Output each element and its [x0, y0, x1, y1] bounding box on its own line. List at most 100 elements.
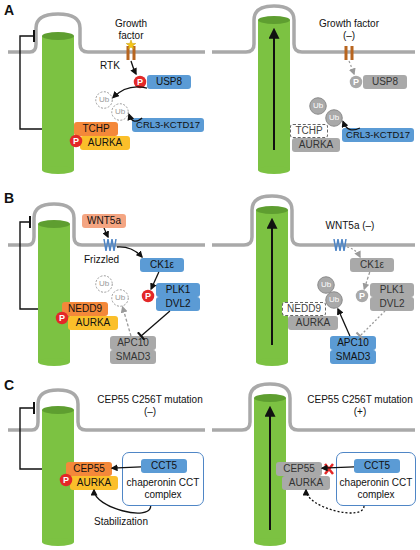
circle-shape [326, 292, 343, 309]
node-label: AURKA [289, 477, 323, 489]
inactive-protein-box: SMAD3 [110, 350, 156, 364]
inactive-arrow [349, 61, 354, 74]
complex-box: chaperonin CCT complex CCT5 [122, 452, 204, 506]
node-label: SMAD3 [116, 351, 150, 363]
node-label: DVL2 [379, 298, 404, 310]
node-label: AURKA [77, 477, 111, 489]
inhibition-bar [33, 402, 35, 414]
cell-membrane [8, 390, 205, 430]
node-label: CK1ε [360, 259, 384, 271]
inactive-protein-box: PLK1 [370, 283, 414, 297]
circle-shape [350, 76, 363, 89]
node-label: PLK1 [166, 284, 190, 296]
protein-box: PLK1 [156, 283, 200, 297]
axoneme-cylinder [38, 224, 70, 362]
blocked-cross [325, 464, 333, 474]
ubiquitin-circle: Ub [325, 291, 343, 309]
inactive-protein-box: AURKA [288, 316, 338, 330]
ubiquitin-circle: Ub [111, 103, 129, 121]
node-label: Ub [99, 95, 109, 104]
condition-label: Growth factor (–) [318, 18, 380, 42]
node-label: WNT5a [87, 215, 121, 227]
panel-letter: A [4, 2, 24, 19]
node-label: AURKA [296, 317, 330, 329]
node-label: TCHP [82, 123, 109, 135]
node-label: NEDD9 [287, 303, 321, 315]
node-label: AURKA [88, 137, 122, 149]
ubiquitin-circle: Ub [317, 276, 335, 294]
node-label: Ub [329, 113, 339, 122]
node-label: Ub [115, 293, 125, 302]
cylinder-top [258, 16, 290, 24]
axoneme-cylinder [258, 20, 290, 170]
cylinder-top [254, 394, 286, 402]
axoneme-cylinder [256, 210, 288, 362]
protein-box: CEP55 [66, 462, 112, 476]
node-label: P [63, 475, 69, 485]
circle-shape [60, 474, 73, 487]
axoneme-cylinder [42, 410, 74, 542]
cell-membrane [212, 6, 415, 52]
inactive-protein-box: AURKA [282, 476, 330, 490]
node-label: USP8 [372, 76, 398, 88]
phospho-circle: P [133, 75, 147, 89]
protein-box: DVL2 [156, 297, 200, 311]
activation-arrow [117, 247, 142, 257]
cylinder-base [258, 166, 290, 174]
phospho-circle: P [69, 134, 83, 148]
degraded-protein-box: NEDD9 [282, 302, 326, 316]
protein-box: CK1ε [140, 258, 184, 272]
node-label: Ub [115, 107, 125, 116]
protein-box: TCHP [74, 122, 118, 136]
complex-name: chaperonin CCT complex [337, 477, 415, 500]
circle-shape [112, 104, 129, 121]
protein-box: CCT5 [354, 459, 400, 473]
phospho-circle: P [59, 473, 73, 487]
circle-shape [318, 277, 335, 294]
axoneme-cylinder [42, 36, 74, 170]
elongation-arrow [269, 408, 271, 530]
node-label: Ub [321, 280, 331, 289]
cylinder-top [256, 206, 288, 214]
circle-shape [310, 98, 327, 115]
protein-box: USP8 [147, 75, 191, 89]
rtk-receptor [346, 46, 352, 60]
cell-membrane [212, 196, 415, 245]
inactive-protein-box: USP8 [363, 75, 407, 89]
complex-name: chaperonin CCT complex [123, 477, 203, 500]
protein-box: CCT5 [141, 459, 187, 473]
panel-letter: B [4, 190, 24, 207]
node-label: DVL2 [165, 298, 190, 310]
arrow-connector [94, 490, 151, 513]
node-label: NEDD9 [68, 303, 102, 315]
cylinder-top [38, 220, 70, 228]
protein-box: CRL3-KCTD17 [342, 128, 414, 142]
inactive-protein-box: APC10 [110, 336, 156, 350]
node-label: AURKA [299, 139, 333, 151]
node-label: CEP55 [73, 463, 105, 475]
panel-letter: C [4, 377, 24, 394]
phosphorylation-arrow [131, 61, 136, 74]
receptor-label: Frizzled [84, 254, 128, 266]
protein-box: APC10 [330, 336, 376, 350]
arrow-connector [113, 87, 147, 98]
cylinder-top [42, 32, 74, 40]
kinase-box: AURKA [80, 136, 130, 150]
phospho-circle: P [141, 289, 155, 303]
circle-shape [70, 135, 83, 148]
circle-shape [96, 276, 113, 293]
condition-label: CEP55 C256T mutation (+) [306, 394, 414, 418]
arrow-connector [129, 114, 142, 121]
node-label: P [73, 136, 79, 146]
kinase-box: AURKA [70, 476, 118, 490]
node-label: Ub [313, 101, 323, 110]
node-label: APC10 [337, 337, 369, 349]
cylinder-base [254, 538, 286, 546]
inhibition-connector [360, 311, 385, 336]
growth-factor-star [126, 40, 136, 49]
ligand-box: WNT5a [82, 214, 126, 228]
inactive-arrow [347, 247, 360, 257]
kinase-box: AURKA [68, 316, 118, 330]
arrow-connector [364, 272, 369, 289]
circle-shape [96, 92, 113, 109]
